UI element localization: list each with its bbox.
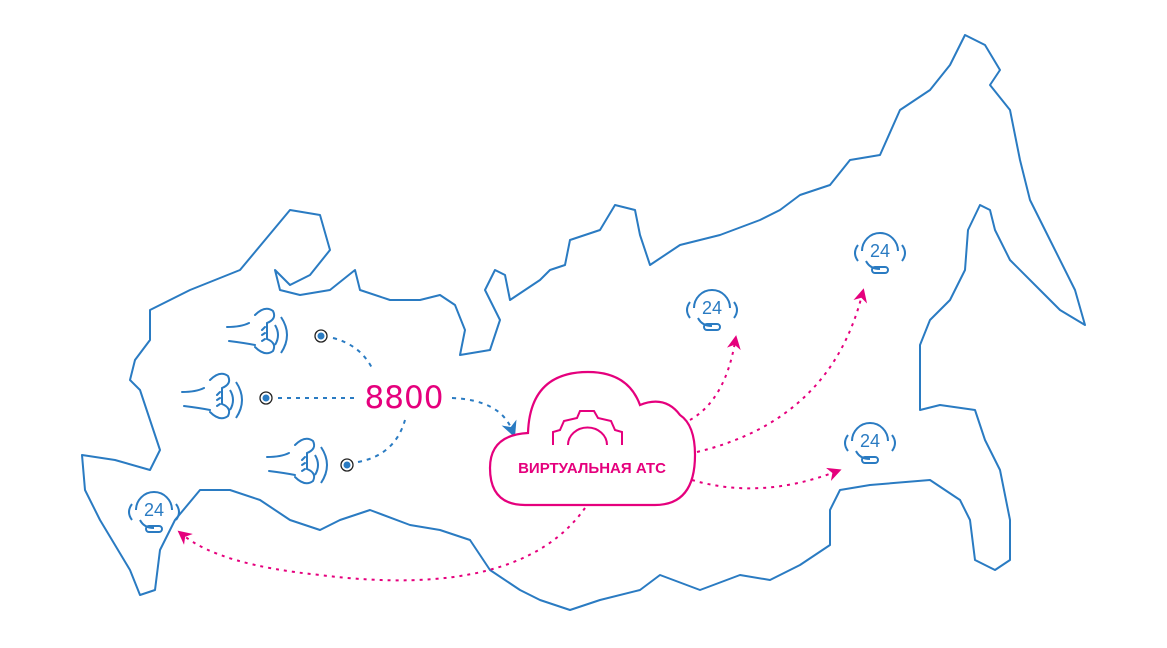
number-8800: 8800 [365,380,444,416]
virtual-pbx-label: ВИРТУАЛЬНАЯ АТС [518,460,666,477]
operator-headset-icon: 24 [686,289,738,331]
phone-icon [181,372,243,420]
svg-text:24: 24 [860,431,880,451]
operator-headset-icon: 24 [844,422,896,464]
svg-text:24: 24 [702,298,722,318]
russia-map-outline [81,34,1086,611]
virtual-pbx-cloud [488,370,697,507]
svg-text:24: 24 [144,500,164,520]
caller-dot [340,458,354,472]
distribution-arrows [177,288,868,582]
gear-icon [552,410,623,446]
operator-headset-icon: 24 [854,232,906,274]
caller-dot [314,329,328,343]
phone-icon [226,307,288,355]
caller-dot [259,391,273,405]
call-lines [278,337,517,463]
operator-headset-icon: 24 [128,491,180,533]
svg-text:24: 24 [870,241,890,261]
phone-icon [266,437,328,485]
